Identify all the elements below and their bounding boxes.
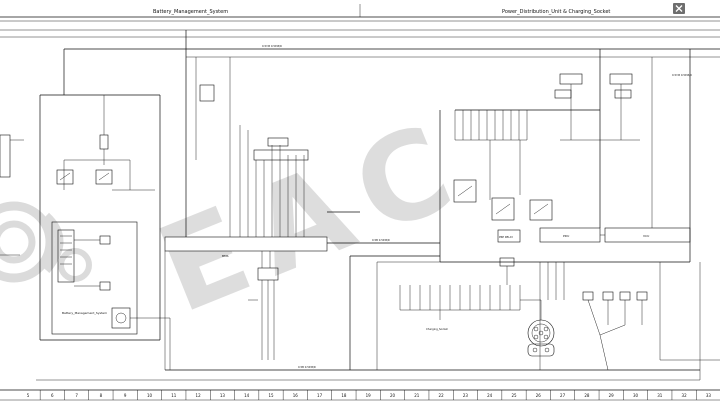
circuit-lines: Battery_Management_System bbox=[0, 30, 720, 381]
column-number: 14 bbox=[244, 393, 250, 398]
wire-label-top: 0.5Y-B 0.5P-B/R bbox=[262, 44, 282, 48]
column-number: 21 bbox=[414, 393, 420, 398]
wire-label-right: 0.5Y-B 0.5P-B/R bbox=[672, 73, 692, 77]
column-number: 16 bbox=[293, 393, 299, 398]
wire-labels: 0.5Y-B 0.5P-B/R 0.5B 0.5P-B/R 0.5B 0.5P-… bbox=[262, 44, 692, 369]
wire-label-mid: 0.5B 0.5P-B/R bbox=[372, 238, 390, 242]
column-number: 33 bbox=[706, 393, 712, 398]
bms-box-label: Battery_Management_System bbox=[62, 311, 107, 315]
column-number: 11 bbox=[171, 393, 177, 398]
column-number: 26 bbox=[536, 393, 542, 398]
column-number: 12 bbox=[196, 393, 202, 398]
column-number: 8 bbox=[100, 393, 103, 398]
title-block: Battery_Management_System Power_Distribu… bbox=[0, 4, 720, 38]
bms-ecu-label: BMS bbox=[222, 254, 229, 258]
column-number: 15 bbox=[268, 393, 274, 398]
charging-socket-label: Charging_Socket bbox=[426, 327, 448, 331]
column-ruler: 5 6 7 8 9 10 11 12 13 14 15 16 17 18 19 20 21 22 23 24 25 26 2… bbox=[0, 389, 720, 401]
column-number: 9 bbox=[124, 393, 127, 398]
column-number: 31 bbox=[657, 393, 663, 398]
column-number: 22 bbox=[439, 393, 445, 398]
header-left-title: Battery_Management_System bbox=[153, 9, 228, 15]
column-number: 28 bbox=[584, 393, 590, 398]
column-number: 20 bbox=[390, 393, 396, 398]
column-number: 7 bbox=[75, 393, 78, 398]
column-number: 6 bbox=[51, 393, 54, 398]
vcu-label: VCU bbox=[643, 234, 649, 238]
column-number: 19 bbox=[366, 393, 372, 398]
column-number: 13 bbox=[220, 393, 226, 398]
column-number: 29 bbox=[609, 393, 615, 398]
column-number: 27 bbox=[560, 393, 566, 398]
column-number: 17 bbox=[317, 393, 323, 398]
column-number: 30 bbox=[633, 393, 639, 398]
column-number: 10 bbox=[147, 393, 153, 398]
column-number: 5 bbox=[27, 393, 30, 398]
pre-relay-label: PRE RELAY bbox=[499, 235, 513, 239]
column-number: 32 bbox=[682, 393, 688, 398]
wire-label-bottom: 0.5B 0.5P-B/R bbox=[298, 365, 316, 369]
column-number: 25 bbox=[511, 393, 517, 398]
header-right-title: Power_Distribution_Unit & Charging_Socke… bbox=[502, 9, 610, 15]
column-number: 23 bbox=[463, 393, 469, 398]
pdu-label: PDU bbox=[563, 234, 569, 238]
column-number: 18 bbox=[341, 393, 347, 398]
column-number: 24 bbox=[487, 393, 493, 398]
close-icon[interactable] bbox=[673, 3, 685, 14]
